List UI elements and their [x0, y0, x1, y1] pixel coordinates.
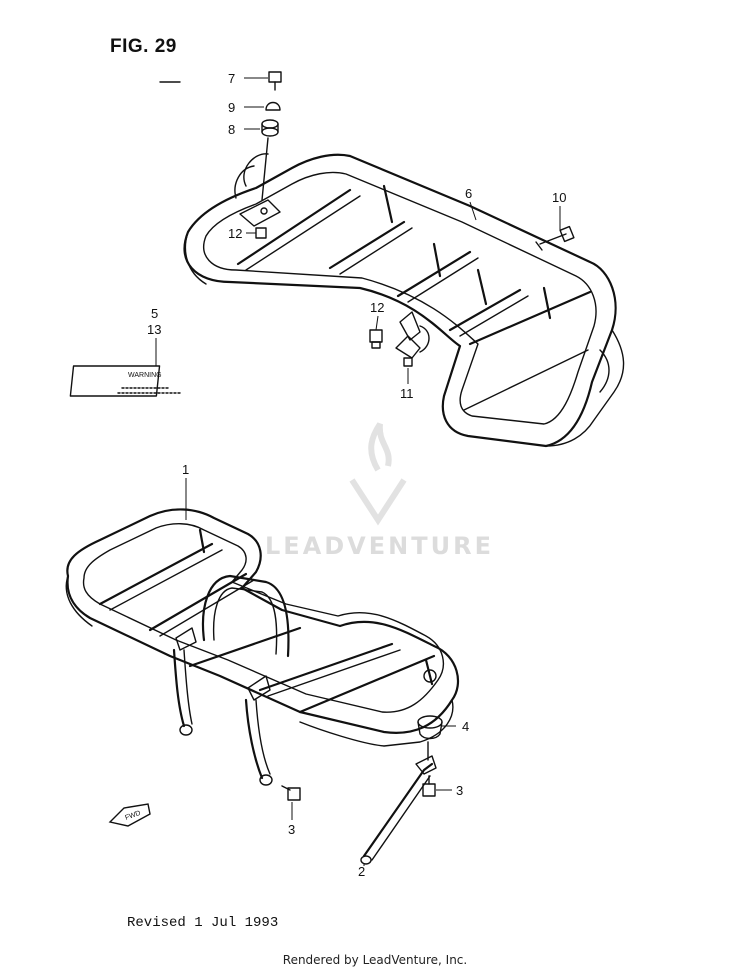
watermark-logo [349, 422, 407, 526]
forward-direction-arrow [108, 803, 151, 827]
callout-12-upper: 12 [228, 226, 242, 241]
rear-carrier-inner-rail [203, 171, 597, 425]
callout-11: 11 [400, 386, 414, 401]
front-carrier-drawing [65, 508, 460, 786]
rear-carrier-drawing [183, 153, 625, 448]
watermark-text: LEADVENTURE [265, 532, 494, 560]
callout-13: 13 [147, 322, 161, 337]
figure-title: FIG. 29 [110, 36, 177, 57]
bolt-10-shape [535, 225, 575, 251]
rear-carrier-outer-rail [183, 153, 617, 448]
nut-12-lower-shape [369, 329, 383, 349]
callout-12-lower: 12 [370, 300, 384, 315]
bolt-3-left-shape [281, 785, 301, 801]
warning-label-shape [69, 365, 181, 397]
callout-6: 6 [465, 186, 472, 201]
cushion-8-shape [261, 119, 279, 137]
stay-2-shape [360, 755, 437, 865]
front-carrier-outer-rail [66, 508, 460, 734]
cushion-4-shape [417, 715, 443, 740]
callout-10: 10 [552, 190, 566, 205]
bolt-3-right-shape [422, 775, 436, 797]
nut-12-upper-shape [255, 227, 267, 239]
front-carrier-inner-rail [82, 523, 445, 713]
callouts: 7 9 8 12 6 10 12 11 5 13 1 4 3 3 2 [147, 71, 566, 879]
rendered-by-footer: Rendered by LeadVenture, Inc. [282, 953, 468, 967]
callout-3-left: 3 [288, 822, 295, 837]
callout-4: 4 [462, 719, 469, 734]
clip-11-shape [403, 357, 413, 367]
callout-1: 1 [182, 462, 189, 477]
assembly-leader-7-9-8 [261, 137, 269, 201]
callout-7: 7 [228, 71, 235, 86]
callout-3-right: 3 [456, 783, 463, 798]
bolt-7-shape [268, 71, 282, 91]
revision-note: Revised 1 Jul 1993 [127, 915, 279, 931]
callout-9: 9 [228, 100, 235, 115]
callout-5: 5 [151, 306, 158, 321]
warning-label-heading: WARNING [128, 372, 162, 379]
cap-9-shape [265, 101, 281, 111]
callout-2: 2 [358, 864, 365, 879]
callout-8: 8 [228, 122, 235, 137]
